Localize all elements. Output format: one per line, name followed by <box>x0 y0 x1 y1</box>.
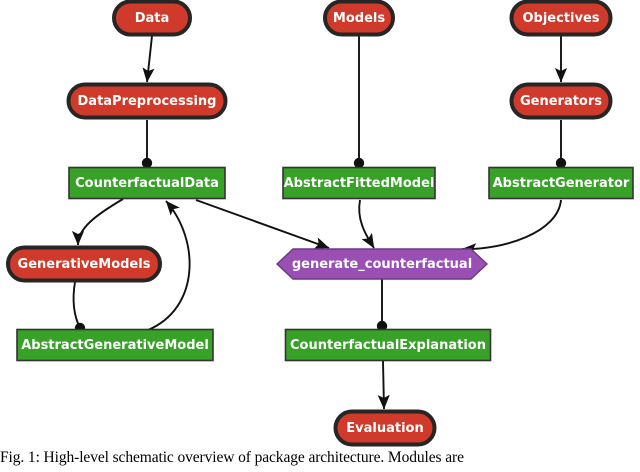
node-label: AbstractFittedModel <box>284 176 435 191</box>
edge-abstractgenerator-to-generate_counterfactual <box>461 199 562 256</box>
edge-counterfactualdata-to-generate_counterfactual <box>195 199 330 249</box>
edge-data-to-datapreprocessing <box>142 35 155 83</box>
module-node-shape <box>509 0 613 37</box>
type-node-shape <box>68 166 226 200</box>
node-abstractgenerator[interactable]: AbstractGenerator <box>488 166 634 200</box>
node-label: Data <box>135 11 170 26</box>
node-label: DataPreprocessing <box>78 94 217 109</box>
edge-counterfactualdata-to-generativemodels <box>71 198 124 246</box>
edge-endpoint-dot <box>376 320 388 332</box>
edge-counterfactualexplanation-to-evaluation <box>377 360 390 410</box>
type-node-shape <box>284 328 492 362</box>
node-label: GenerativeModels <box>18 257 151 272</box>
node-label: Evaluation <box>346 421 423 436</box>
module-node-shape <box>6 245 162 283</box>
node-counterfactualexplanation[interactable]: CounterfactualExplanation <box>284 328 492 362</box>
type-node-shape <box>488 166 634 200</box>
module-node-shape <box>509 82 613 120</box>
module-node-shape <box>112 0 192 37</box>
node-evaluation[interactable]: Evaluation <box>333 409 437 447</box>
node-datapreprocessing[interactable]: DataPreprocessing <box>66 82 228 120</box>
edge-abstractfittedmodel-to-generate_counterfactual <box>358 199 375 249</box>
node-abstractfittedmodel[interactable]: AbstractFittedModel <box>282 166 436 200</box>
node-label: CounterfactualData <box>75 176 219 191</box>
node-label: AbstractGenerator <box>493 176 630 191</box>
type-node-shape <box>16 328 214 362</box>
node-models[interactable]: Models <box>323 0 395 37</box>
node-generate_counterfactual[interactable]: generate_counterfactual <box>275 248 489 280</box>
edge-abstractgenerativemodel-to-counterfactualdata <box>147 200 191 331</box>
node-objectives[interactable]: Objectives <box>509 0 613 37</box>
function-node-shape <box>275 248 489 280</box>
node-generativemodels[interactable]: GenerativeModels <box>6 245 162 283</box>
node-label: Generators <box>520 94 602 109</box>
module-node-shape <box>323 0 395 37</box>
module-node-shape <box>66 82 228 120</box>
figure-caption: Fig. 1: High-level schematic overview of… <box>0 449 464 466</box>
node-label: Objectives <box>522 11 599 26</box>
node-data[interactable]: Data <box>112 0 192 37</box>
node-label: CounterfactualExplanation <box>290 338 486 353</box>
type-node-shape <box>282 166 436 200</box>
edge-endpoint-dot <box>353 157 365 169</box>
node-label: generate_counterfactual <box>292 257 472 272</box>
node-generators[interactable]: Generators <box>509 82 613 120</box>
module-node-shape <box>333 409 437 447</box>
edge-endpoint-dot <box>141 157 153 169</box>
edge-endpoint-dot <box>555 157 567 169</box>
node-label: AbstractGenerativeModel <box>21 338 209 353</box>
node-label: Models <box>333 11 385 26</box>
node-abstractgenerativemodel[interactable]: AbstractGenerativeModel <box>16 328 214 362</box>
node-counterfactualdata[interactable]: CounterfactualData <box>68 166 226 200</box>
edge-generativemodels-to-abstractgenerativemodel <box>72 281 81 329</box>
